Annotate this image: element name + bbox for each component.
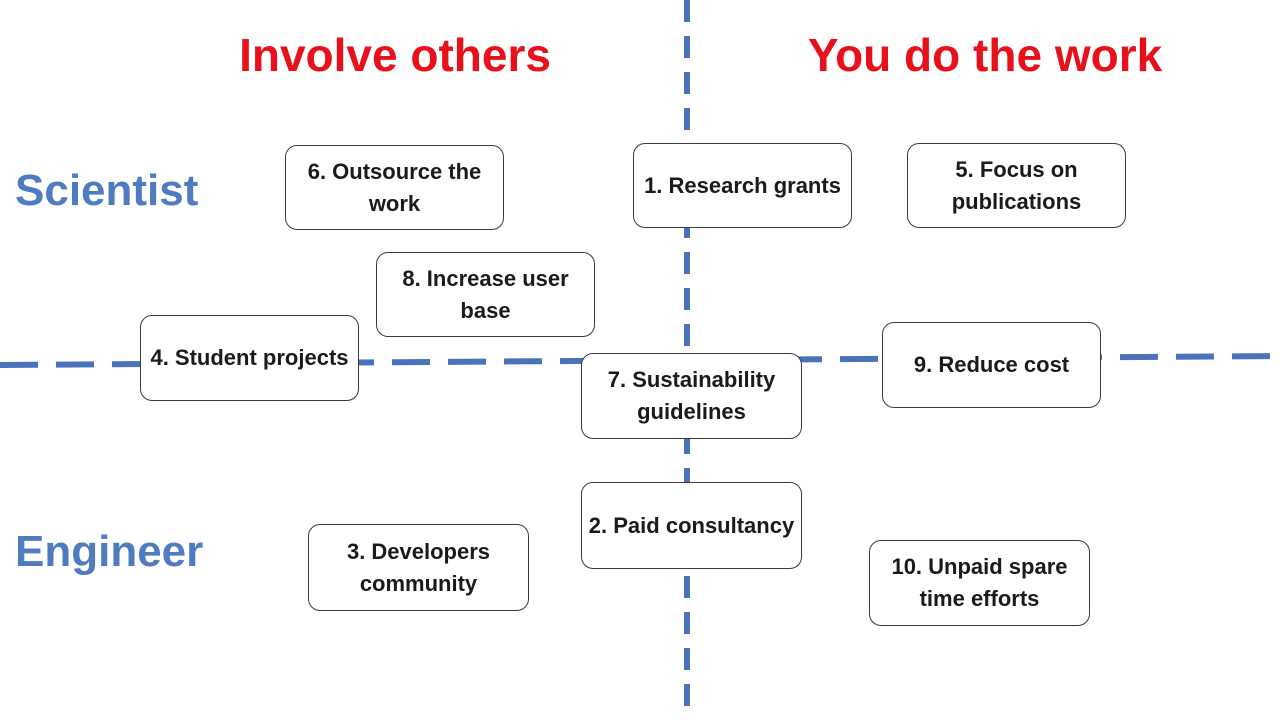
strategy-label: 5. Focus on publications	[951, 156, 1082, 214]
strategy-box-sustainability-guidelines: 7. Sustainability guidelines	[581, 353, 802, 439]
strategy-label: 3. Developers community	[346, 538, 491, 596]
strategy-label: 6. Outsource the work	[307, 158, 482, 216]
strategy-label: 2. Paid consultancy	[588, 512, 795, 538]
strategy-label: 1. Research grants	[644, 172, 841, 198]
strategy-box-reduce-cost: 9. Reduce cost	[882, 322, 1101, 408]
strategy-box-student-projects: 4. Student projects	[140, 315, 359, 401]
strategy-box-research-grants: 1. Research grants	[633, 143, 852, 228]
column-header-you-do-the-work: You do the work	[807, 29, 1163, 81]
column-header-involve-others: Involve others	[239, 29, 551, 81]
strategy-label: 7. Sustainability guidelines	[607, 367, 776, 424]
strategy-box-unpaid-spare-time-efforts: 10. Unpaid spare time efforts	[869, 540, 1090, 626]
strategy-label: 10. Unpaid spare time efforts	[891, 554, 1068, 611]
strategy-box-developers-community: 3. Developers community	[308, 524, 529, 611]
strategy-box-outsource-the-work: 6. Outsource the work	[285, 145, 504, 230]
strategy-box-focus-on-publications: 5. Focus on publications	[907, 143, 1126, 228]
strategy-label: 4. Student projects	[150, 345, 349, 370]
strategy-label: 8. Increase user base	[402, 265, 569, 323]
strategy-box-increase-user-base: 8. Increase user base	[376, 252, 595, 337]
row-header-scientist: Scientist	[15, 166, 199, 215]
strategy-box-paid-consultancy: 2. Paid consultancy	[581, 482, 802, 569]
strategy-label: 9. Reduce cost	[913, 352, 1070, 377]
row-header-engineer: Engineer	[15, 527, 204, 576]
